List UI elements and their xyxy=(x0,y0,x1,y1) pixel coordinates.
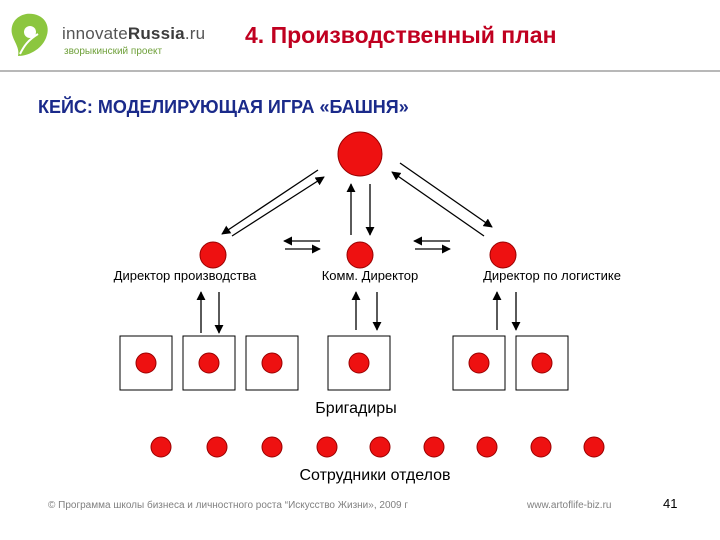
foreman-box xyxy=(119,335,173,391)
staff-node xyxy=(206,436,228,458)
case-title: КЕЙС: МОДЕЛИРУЮЩАЯ ИГРА «БАШНЯ» xyxy=(38,97,409,117)
top-manager-node xyxy=(337,131,383,177)
foreman-box xyxy=(182,335,236,391)
staff-node xyxy=(476,436,498,458)
foreman-box xyxy=(327,335,391,391)
production-director-label: Директор производства xyxy=(113,268,257,283)
page-number: 41 xyxy=(663,496,678,511)
staff-node xyxy=(150,436,172,458)
arrow-commercial-to-foremen xyxy=(351,291,382,331)
logistics-director-label: Директор по логистике xyxy=(483,268,621,283)
staff-node xyxy=(369,436,391,458)
innovate-russia-logo: innovateRussia.ru зворыкинский проект xyxy=(8,10,208,62)
foreman-box xyxy=(452,335,506,391)
foremen-label: Бригадиры xyxy=(315,400,397,417)
arrow-production-to-foremen xyxy=(196,291,224,334)
logistics-director-node xyxy=(489,241,517,269)
logo-wordmark: innovateRussia.ru xyxy=(62,24,206,43)
staff-node xyxy=(423,436,445,458)
staff-node xyxy=(316,436,338,458)
staff-node xyxy=(530,436,552,458)
header-divider xyxy=(0,70,720,72)
staff-node xyxy=(261,436,283,458)
commercial-director-label: Комм. Директор xyxy=(321,268,419,283)
commercial-director-node xyxy=(346,241,374,269)
production-director-node xyxy=(199,241,227,269)
arrow-logistics-to-foremen xyxy=(492,291,521,331)
arrow-production-commercial xyxy=(283,236,321,254)
arrow-commercial-logistics xyxy=(413,236,451,254)
leaf-logo-icon xyxy=(11,13,48,56)
arrow-top-to-logistics xyxy=(391,162,493,237)
arrow-top-to-commercial xyxy=(346,183,375,236)
foreman-box xyxy=(515,335,569,391)
footer-copyright: © Программа школы бизнеса и личностного … xyxy=(48,500,409,511)
page-title: 4. Производственный план xyxy=(245,22,557,48)
foreman-box xyxy=(245,335,299,391)
staff-node xyxy=(583,436,605,458)
logo-subtitle: зворыкинский проект xyxy=(64,46,163,57)
footer-url: www.artoflife-biz.ru xyxy=(527,500,612,511)
staff-label: Сотрудники отделов xyxy=(299,467,451,484)
arrow-top-to-production xyxy=(221,169,325,237)
